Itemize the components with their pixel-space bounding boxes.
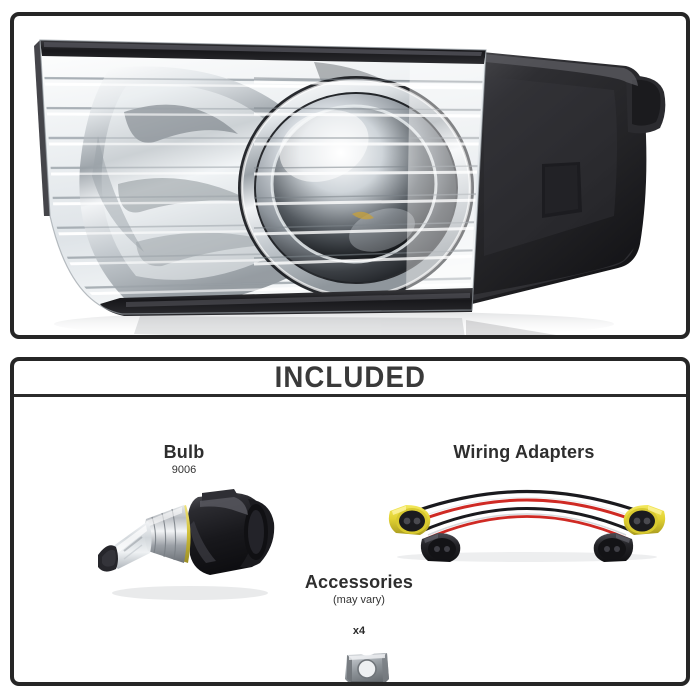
included-panel: INCLUDED Bulb 9006 Wiring Adapters Acces… <box>10 357 690 686</box>
bulb-label: Bulb 9006 <box>109 443 259 478</box>
wiring-adapters-title: Wiring Adapters <box>453 442 595 462</box>
included-body: Bulb 9006 Wiring Adapters Accessories (m… <box>14 397 686 682</box>
bulb-base <box>188 489 275 575</box>
fog-light-lens <box>34 39 487 316</box>
fog-light-housing <box>462 50 666 306</box>
accessory-clip-illustration <box>345 650 389 682</box>
wiring-connector-right-yellow <box>623 505 666 535</box>
accessories-title: Accessories <box>304 572 414 592</box>
wiring-connector-left-yellow <box>388 505 431 535</box>
wiring-adapters-label: Wiring Adapters <box>409 443 639 462</box>
accessories-quantity: x4 <box>352 625 366 637</box>
bulb-glass <box>111 521 152 569</box>
bulb-illustration <box>98 489 275 600</box>
wiring-connector-left-black <box>420 533 461 562</box>
accessories-subtitle: (may vary) <box>333 593 385 606</box>
fog-light-illustration <box>34 39 666 335</box>
wiring-adapters-illustration <box>388 489 666 562</box>
wiring-connector-right-black <box>593 533 634 562</box>
bulb-title: Bulb <box>163 442 205 462</box>
included-header: INCLUDED <box>14 361 686 397</box>
accessories-label: Accessories (may vary) <box>264 573 454 608</box>
included-title: INCLUDED <box>274 360 426 394</box>
bulb-subtitle: 9006 <box>171 463 197 476</box>
bulb-metal-collar <box>144 505 187 563</box>
product-image-panel <box>10 12 690 339</box>
